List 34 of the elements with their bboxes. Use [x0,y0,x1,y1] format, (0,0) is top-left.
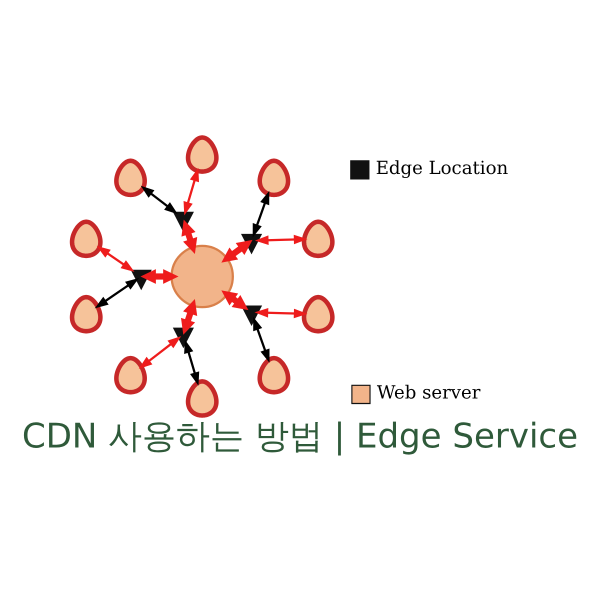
arrow [138,336,182,369]
node-circle [170,244,234,308]
arrow [96,246,134,272]
node-person [186,135,219,174]
node-pin [172,328,194,348]
arrow [94,278,139,308]
node-pin [240,306,262,326]
node-person [302,294,335,334]
node-person [302,220,335,258]
arrow [184,168,200,216]
arrow [254,308,308,318]
node-person [257,158,290,198]
arrow [252,190,270,238]
node-person [114,356,147,394]
arrow [181,299,198,335]
arrow [221,240,253,263]
arrow [254,234,308,245]
arrow [181,220,198,254]
node-person [70,294,103,334]
arrow [253,316,270,363]
arrow [184,340,200,386]
node-person [70,220,103,258]
legend-label: Web server [376,382,480,404]
node-person [114,158,147,198]
node-pin [130,270,152,290]
node-pin [172,212,194,232]
arrow [140,186,178,214]
legend-label: Edge Location [376,158,508,180]
arrow [221,290,248,310]
node-pin [240,234,262,254]
node-person [257,356,290,394]
node-person [186,379,219,418]
arrow [140,269,179,284]
diagram-title: CDN 사용하는 방법 | Edge Service [22,416,578,457]
